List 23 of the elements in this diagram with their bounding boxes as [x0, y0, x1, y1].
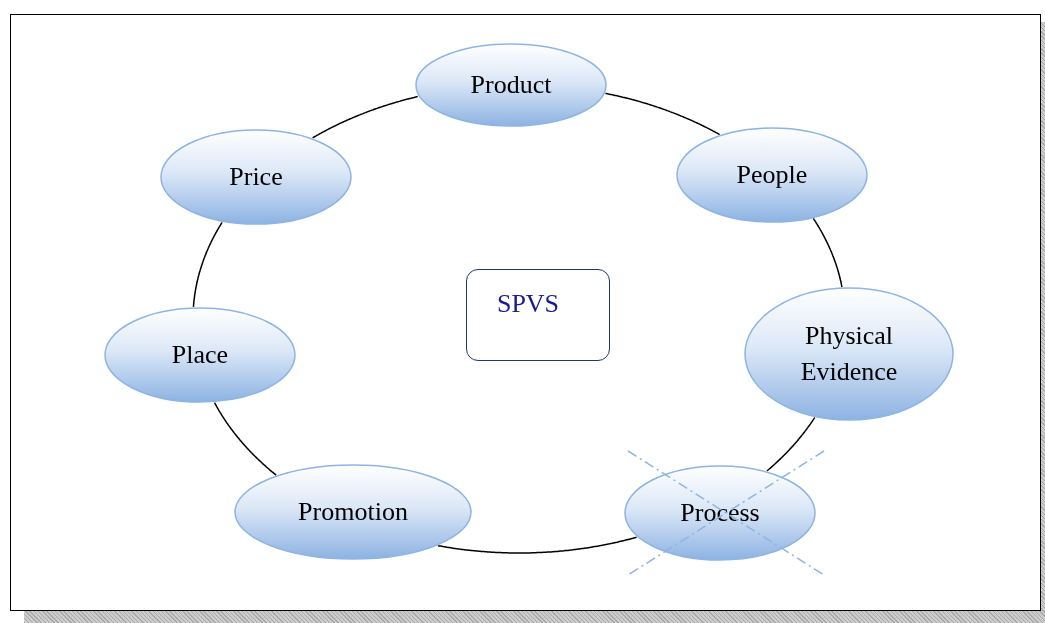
- node-label: People: [736, 158, 808, 191]
- node-label: Promotion: [298, 495, 408, 528]
- connector-arc: [437, 536, 638, 554]
- node-label: Product: [470, 68, 552, 101]
- ellipse-node: [234, 464, 472, 560]
- node-label: Process: [680, 496, 760, 529]
- ellipse-node: [676, 127, 868, 223]
- node-label: Price: [229, 160, 283, 193]
- rounded-box: [466, 269, 610, 361]
- connector-arc: [213, 401, 277, 476]
- ellipse-node: [744, 287, 954, 421]
- connector-arc: [604, 92, 721, 136]
- node-label: SPVS: [496, 287, 560, 320]
- ellipse-node: [160, 129, 352, 225]
- ellipse-node: [104, 307, 296, 403]
- connector-arc: [192, 221, 223, 308]
- ellipse-node: [415, 43, 607, 127]
- connector-arc: [311, 95, 419, 139]
- node-label: Place: [171, 338, 229, 371]
- node-label: Physical Evidence: [799, 319, 899, 388]
- connector-arc: [812, 217, 843, 288]
- ellipse-node: [624, 465, 816, 561]
- connector-arc: [766, 416, 816, 472]
